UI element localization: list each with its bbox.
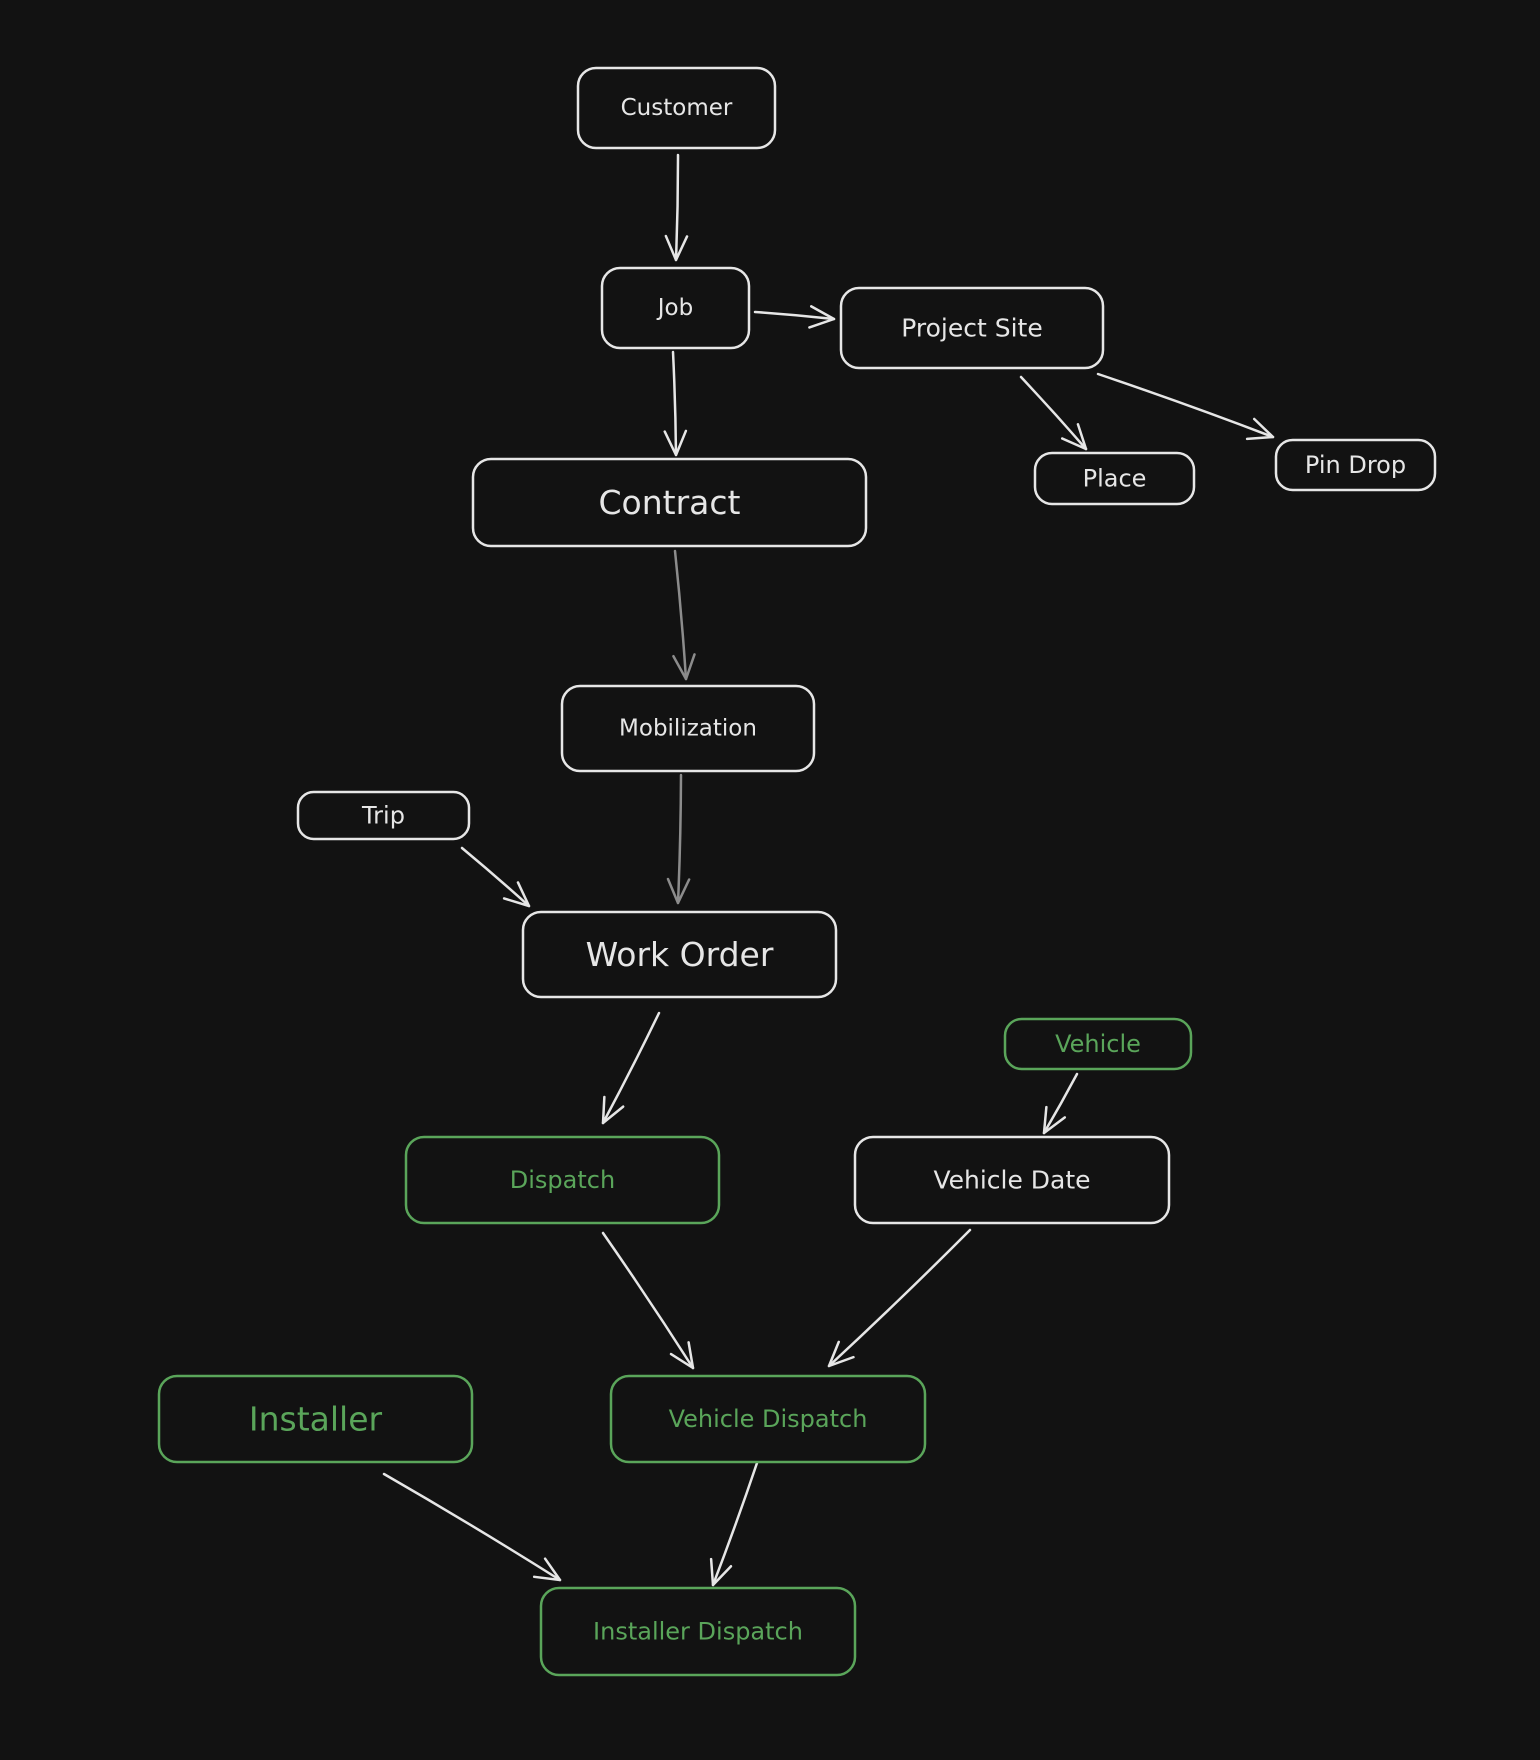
node-box	[1003, 1017, 1193, 1071]
edge-line	[674, 153, 680, 262]
node-label: Dispatch	[510, 1166, 615, 1194]
edge-job-to-contract	[663, 350, 688, 457]
edge-installer-to-installer_dispatch	[382, 1472, 562, 1582]
node-label: Contract	[599, 483, 741, 522]
edge-mobilization-to-work_order	[666, 773, 691, 905]
arrowhead-icon	[532, 1557, 562, 1582]
node-job[interactable]: Job	[600, 266, 751, 350]
node-box	[839, 286, 1105, 370]
node-label: Project Site	[901, 314, 1042, 343]
edge-line	[676, 773, 683, 905]
edge-line	[601, 1231, 695, 1370]
edge-line	[382, 1472, 562, 1582]
node-label: Place	[1083, 465, 1147, 493]
edge-vehicle_date-to-vehicle_dispatch	[827, 1228, 972, 1368]
node-vehicle-dispatch[interactable]: Vehicle Dispatch	[609, 1374, 927, 1464]
node-box	[609, 1374, 927, 1464]
edge-line	[711, 1461, 759, 1587]
edge-work_order-to-dispatch	[601, 1011, 661, 1125]
edge-line	[827, 1228, 972, 1368]
node-box	[1033, 451, 1196, 506]
node-customer[interactable]: Customer	[576, 66, 777, 150]
edge-dispatch-to-vehicle_dispatch	[601, 1231, 695, 1370]
node-mobilization[interactable]: Mobilization	[560, 684, 816, 773]
edge-project_site-to-pin_drop	[1096, 372, 1275, 441]
edge-line	[673, 549, 688, 681]
node-label: Job	[656, 295, 693, 321]
node-box	[471, 457, 868, 548]
arrowhead-icon	[601, 1095, 625, 1125]
node-label: Vehicle Date	[933, 1166, 1090, 1195]
edge-vehicle-to-vehicle_date	[1042, 1072, 1079, 1135]
node-box	[404, 1135, 721, 1225]
node-label: Mobilization	[619, 716, 757, 742]
arrowhead-icon	[1042, 1105, 1067, 1135]
edge-customer-to-job	[664, 153, 689, 262]
node-label: Installer	[249, 1400, 383, 1439]
node-place[interactable]: Place	[1033, 451, 1196, 506]
node-label: Trip	[361, 802, 405, 830]
node-dispatch[interactable]: Dispatch	[404, 1135, 721, 1225]
node-box	[853, 1135, 1171, 1225]
arrowhead-icon	[709, 1557, 733, 1587]
arrowhead-icon	[672, 653, 696, 681]
arrowhead-icon	[502, 881, 531, 908]
node-label: Customer	[621, 95, 733, 121]
node-box	[157, 1374, 474, 1464]
node-label: Pin Drop	[1305, 451, 1406, 479]
edge-line	[753, 310, 836, 321]
edge-contract-to-mobilization	[672, 549, 696, 681]
arrowhead-icon	[1245, 417, 1275, 441]
node-box	[521, 910, 838, 999]
edge-vehicle_dispatch-to-installer_dispatch	[709, 1461, 759, 1587]
arrowhead-icon	[827, 1340, 855, 1368]
edges-layer	[382, 153, 1275, 1587]
edge-line	[671, 350, 678, 457]
node-box	[560, 684, 816, 773]
node-installer[interactable]: Installer	[157, 1374, 474, 1464]
edge-line	[1019, 375, 1088, 451]
node-box	[600, 266, 751, 350]
edge-trip-to-work_order	[460, 846, 531, 908]
node-box	[576, 66, 777, 150]
node-trip[interactable]: Trip	[296, 790, 471, 841]
node-work-order[interactable]: Work Order	[521, 910, 838, 999]
node-contract[interactable]: Contract	[471, 457, 868, 548]
node-label: Work Order	[586, 935, 774, 974]
arrowhead-icon	[666, 877, 691, 905]
arrowhead-icon	[663, 429, 688, 457]
arrowhead-icon	[808, 305, 836, 329]
node-box	[539, 1586, 857, 1677]
node-project-site[interactable]: Project Site	[839, 286, 1105, 370]
edge-project_site-to-place	[1019, 375, 1088, 451]
arrowhead-icon	[664, 234, 689, 262]
arrowhead-icon	[669, 1341, 695, 1370]
edge-line	[601, 1011, 661, 1125]
node-label: Vehicle Dispatch	[669, 1405, 868, 1433]
node-vehicle[interactable]: Vehicle	[1003, 1017, 1193, 1071]
node-label: Installer Dispatch	[593, 1618, 803, 1646]
node-box	[1274, 438, 1437, 492]
edge-line	[1096, 372, 1275, 439]
edge-job-to-project_site	[753, 305, 836, 329]
node-label: Vehicle	[1055, 1030, 1141, 1058]
node-installer-dispatch[interactable]: Installer Dispatch	[539, 1586, 857, 1677]
node-box	[296, 790, 471, 841]
edge-line	[1042, 1072, 1079, 1135]
node-pin-drop[interactable]: Pin Drop	[1274, 438, 1437, 492]
edge-line	[460, 846, 531, 908]
arrowhead-icon	[1060, 423, 1088, 451]
node-vehicle-date[interactable]: Vehicle Date	[853, 1135, 1171, 1225]
